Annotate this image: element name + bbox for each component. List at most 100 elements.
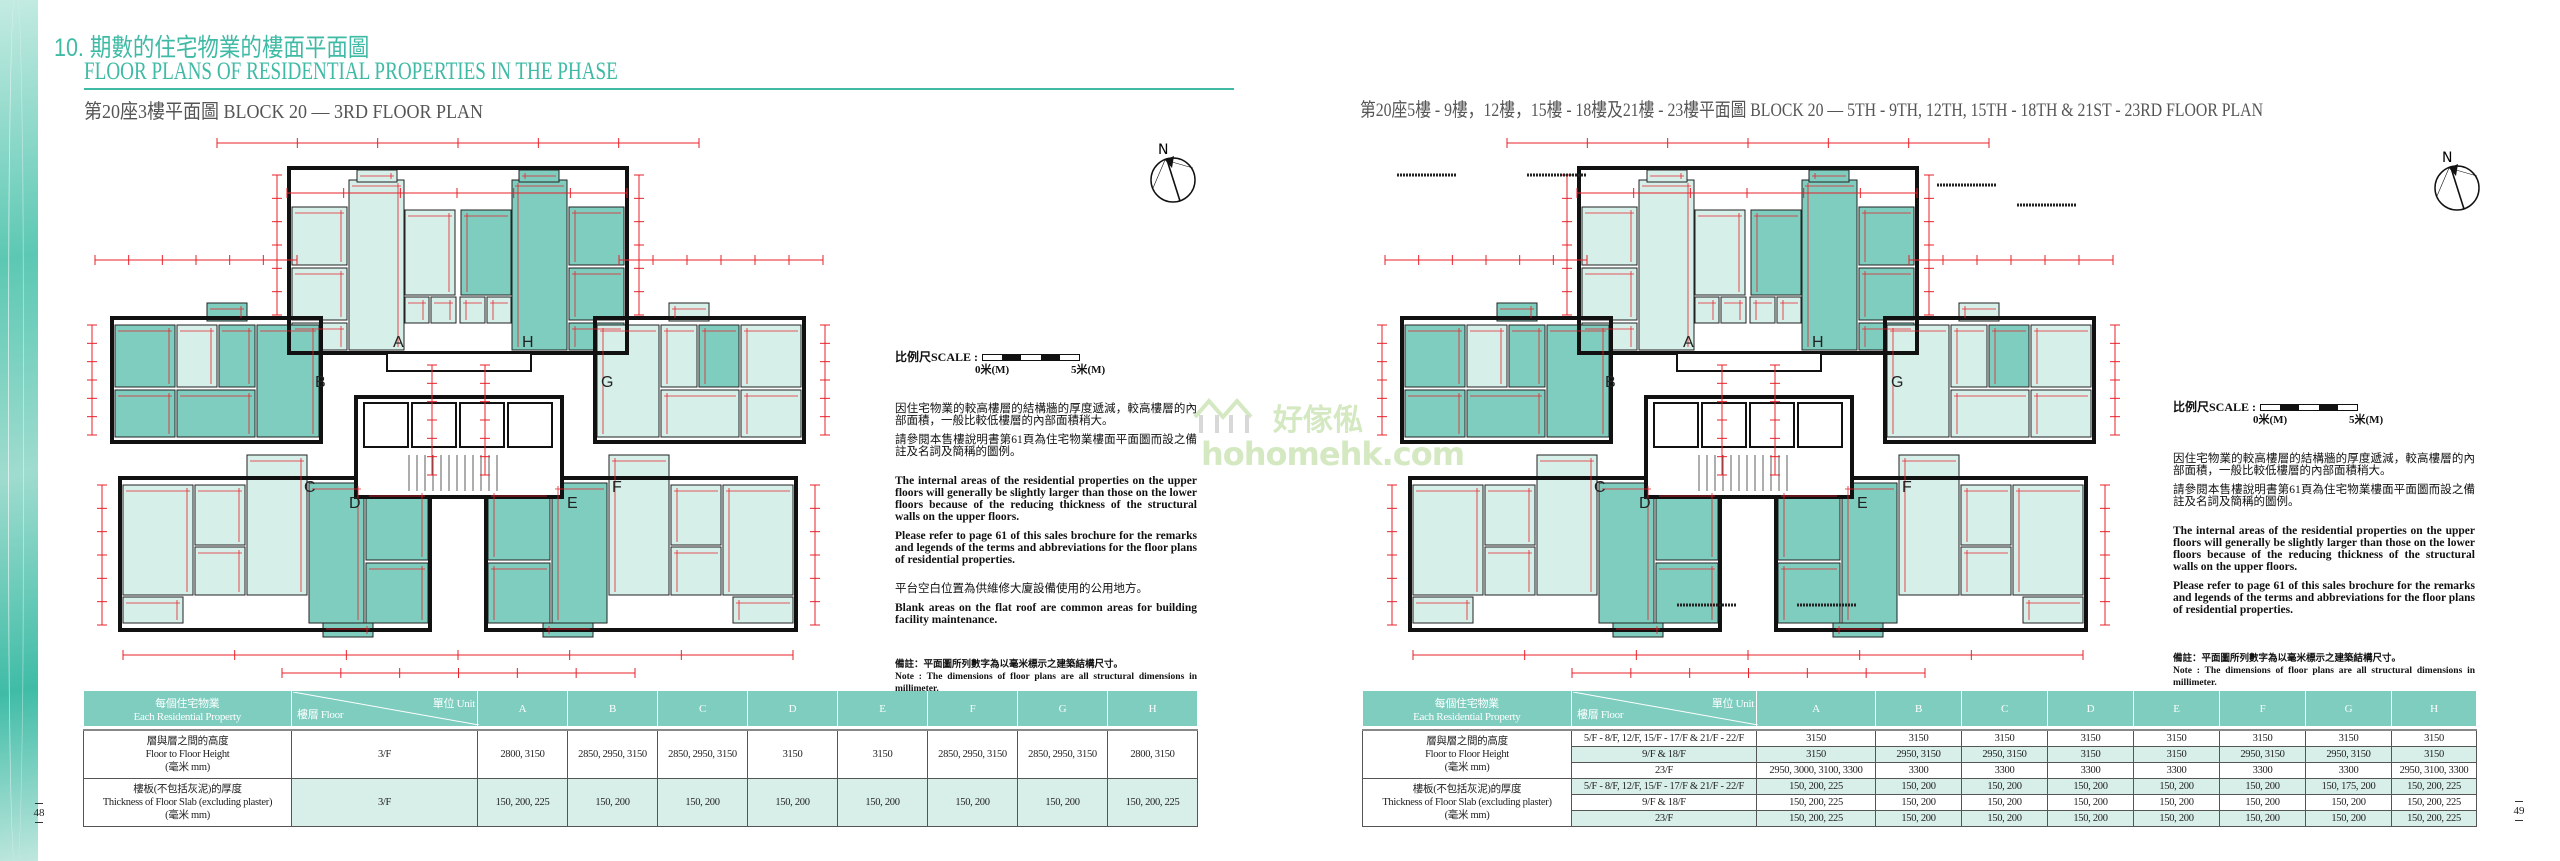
room [348, 179, 405, 351]
lift-shaft [1701, 402, 1747, 448]
room [1598, 482, 1655, 624]
room [1988, 324, 2030, 388]
value-cell: 3150 [1875, 729, 1962, 747]
scale-bar-graphic [982, 353, 1081, 361]
room [698, 324, 740, 388]
room [1581, 267, 1638, 321]
unit-label: 單位 Unit [1711, 698, 1755, 710]
decorative-teal-strip [0, 0, 38, 861]
section-heading-cn: 10. 期數的住宅物業的樓面平面圖 [54, 34, 370, 62]
unit-letter-f: F [612, 479, 622, 496]
service-rooms [1676, 352, 1822, 372]
room [1749, 296, 1776, 324]
page-number-left: 48 [31, 800, 47, 826]
value-cell: 2850, 2950, 3150 [927, 729, 1018, 779]
floor-cell: 5/F - 8/F, 12/F, 15/F - 17/F & 21/F - 22… [1571, 729, 1757, 747]
header-unit-e: E [837, 691, 928, 726]
room [1466, 324, 1508, 388]
room [551, 482, 608, 624]
remark-cn: 備註：平面圖所列數字為以毫米標示之建築結構尺寸。 [2173, 654, 2402, 664]
lift-shaft [507, 402, 553, 448]
value-cell: 150, 200 [1017, 777, 1108, 827]
scale-start-label: 0米(M) [2253, 414, 2288, 426]
exterior-wall [1774, 476, 2088, 632]
value-cell: 150, 200 [927, 777, 1018, 827]
value-cell: 150, 200, 225 [1756, 793, 1876, 811]
unit-letter-a: A [1683, 334, 1694, 351]
unit-letter-c: C [1594, 479, 1606, 496]
header-unit-c: C [1961, 691, 2048, 726]
unit-letter-c: C [304, 479, 316, 496]
note-cn-2: 請參閱本售樓說明書第61頁為住宅物業樓面平面圖而設之備註及名詞及簡稱的圖例。 [895, 434, 1197, 458]
header-unit-a: A [1756, 691, 1876, 726]
value-cell: 150, 200 [2047, 809, 2134, 827]
page-number-right: 49 [2511, 798, 2527, 824]
note-cn-1: 因住宅物業的較高樓層的結構牆的厚度遞減，較高樓層的內部面積，一般比較低樓層的內部… [895, 403, 1197, 427]
value-cell: 2950, 3150 [1961, 745, 2048, 763]
value-cell: 150, 200 [2133, 809, 2220, 827]
lift-shaft [1653, 402, 1699, 448]
row-label: 樓板(不包括灰泥)的厚度 Thickness of Floor Slab (ex… [83, 777, 292, 827]
unit-letter-d: D [1639, 495, 1651, 512]
room [568, 267, 625, 321]
north-label: N [2442, 150, 2452, 166]
room [365, 489, 429, 561]
value-cell: 3150 [2391, 745, 2477, 763]
unit-label: 單位 Unit [432, 698, 476, 710]
scale-start-label: 0米(M) [975, 364, 1010, 376]
section-heading-en: FLOOR PLANS OF RESIDENTIAL PROPERTIES IN… [84, 58, 618, 85]
room [1466, 389, 1546, 438]
exterior-wall [118, 476, 432, 632]
room [487, 489, 551, 561]
value-cell: 150, 200 [2219, 777, 2306, 795]
exterior-wall [1400, 316, 1613, 444]
value-cell: 3150 [1756, 729, 1876, 747]
value-cell: 150, 200, 225 [2391, 777, 2477, 795]
value-cell: 150, 200 [747, 777, 838, 827]
page-number-text: 49 [2513, 805, 2525, 817]
left-notes-block: 比例尺SCALE : 0米(M) 5米(M) 因住宅物業的較高樓層的結構牆的厚度… [895, 351, 1197, 695]
north-arrow-icon: N [2434, 150, 2480, 211]
value-cell: 150, 200 [1961, 793, 2048, 811]
value-cell: 150, 200 [2133, 793, 2220, 811]
value-cell: 150, 200 [2305, 809, 2392, 827]
value-cell: 150, 175, 200 [2305, 777, 2392, 795]
floor-label: 樓層 Floor [297, 709, 344, 721]
room [1694, 209, 1746, 296]
remark-cn: 備註：平面圖所列數字為以毫米標示之建築結構尺寸。 [895, 660, 1124, 670]
header-unit-b: B [1875, 691, 1962, 726]
left-plan-title: 第20座3樓平面圖 BLOCK 20 — 3RD FLOOR PLAN [84, 101, 484, 123]
value-cell: 3300 [2133, 761, 2220, 779]
header-unit-f: F [927, 691, 1018, 726]
unit-letter-e: E [1857, 495, 1868, 512]
lift-shaft [459, 402, 505, 448]
right-notes-block: 比例尺SCALE : 0米(M) 5米(M) 因住宅物業的較高樓層的結構牆的厚度… [2173, 401, 2475, 689]
room [2012, 484, 2084, 596]
header-unit-c: C [657, 691, 748, 726]
heading-rule [84, 88, 1234, 90]
exterior-wall [1408, 476, 1722, 632]
room [1960, 546, 2012, 596]
room [1404, 324, 1466, 388]
table-row: 層與層之間的高度 Floor to Floor Height (毫米 mm)3/… [83, 729, 1198, 779]
remark-en: Note : The dimensions of floor plans are… [895, 672, 1197, 694]
floor-cell: 9/F & 18/F [1571, 793, 1757, 811]
note-cn-1: 因住宅物業的較高樓層的結構牆的厚度遞減，較高樓層的內部面積，一般比較低樓層的內部… [2173, 453, 2475, 477]
floor-cell: 5/F - 8/F, 12/F, 15/F - 17/F & 21/F - 22… [1571, 777, 1757, 795]
unit-letter-e: E [567, 495, 578, 512]
row-label: 層與層之間的高度 Floor to Floor Height (毫米 mm) [1362, 729, 1572, 779]
room [1404, 389, 1466, 438]
room [1720, 296, 1747, 324]
room [459, 296, 486, 324]
header-unit-b: B [567, 691, 658, 726]
header-unit-floor: 單位 Unit 樓層 Floor [291, 691, 479, 726]
value-cell: 150, 200, 225 [1756, 777, 1876, 795]
header-unit-h: H [1107, 691, 1198, 726]
